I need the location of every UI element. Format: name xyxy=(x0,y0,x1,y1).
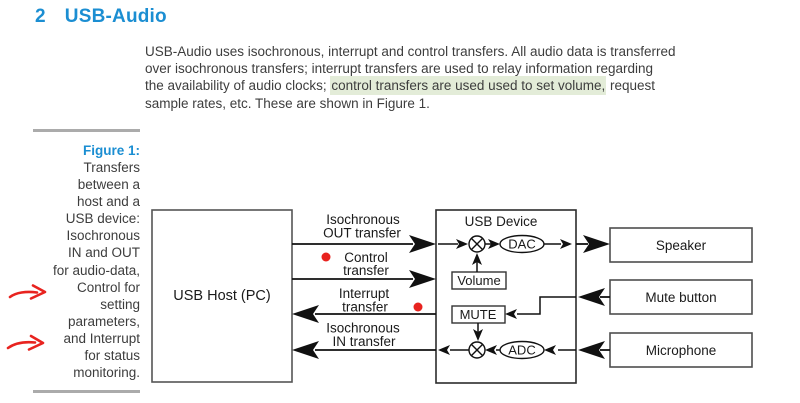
iso-in-label-2: IN transfer xyxy=(332,334,396,349)
red-dot-annotation-icon xyxy=(321,252,331,262)
control-label-1: Control xyxy=(344,250,388,265)
body-paragraph: USB-Audio uses isochronous, interrupt an… xyxy=(145,43,790,112)
dac-label: DAC xyxy=(508,237,535,252)
arrowhead-left-icon xyxy=(544,345,556,355)
arrowhead-up-icon xyxy=(472,253,482,265)
volume-label: Volume xyxy=(457,273,500,288)
figure-caption-label: Figure 1: xyxy=(82,143,140,158)
speaker-box xyxy=(609,227,753,263)
caption-line: setting xyxy=(100,296,140,312)
red-dot-annotation-icon xyxy=(413,302,423,312)
paragraph-text: the availability of audio clocks; xyxy=(145,78,331,94)
paragraph-text: request xyxy=(606,78,656,94)
control-label-2: transfer xyxy=(343,263,389,278)
paragraph-line: the availability of audio clocks; contro… xyxy=(145,76,790,96)
usb-device-label: USB Device xyxy=(465,214,538,229)
arrowhead-right-icon xyxy=(583,235,610,253)
volume-box xyxy=(451,271,507,290)
multiplier-x-icon xyxy=(470,237,484,251)
caption-line: parameters, xyxy=(67,313,140,329)
caption-line: host and a xyxy=(76,194,140,210)
caption-line: for status xyxy=(84,348,140,364)
caption-line: IN and OUT xyxy=(67,245,140,261)
caption-top-rule xyxy=(33,129,140,132)
arrowhead-right-icon xyxy=(560,239,572,249)
iso-out-label-1: Isochronous xyxy=(326,212,400,227)
highlighted-text: control transfers are used used to set v… xyxy=(330,76,607,96)
red-arrow-annotation-icon xyxy=(8,290,39,299)
usb-host-box xyxy=(151,209,293,383)
arrowhead-left-icon xyxy=(578,341,605,359)
red-arrow-annotation-icon xyxy=(6,340,37,350)
usb-host-label: USB Host (PC) xyxy=(173,288,271,304)
caption-bottom-rule xyxy=(33,390,140,394)
arrowhead-right-icon xyxy=(488,239,500,249)
arrowhead-left-icon xyxy=(578,288,605,306)
caption-line: between a xyxy=(77,177,140,193)
speaker-label: Speaker xyxy=(656,238,707,253)
red-arrow-head-icon xyxy=(29,284,47,300)
caption-line: for audio-data, xyxy=(52,262,140,278)
section-number: 2 xyxy=(35,6,46,27)
mute-label: MUTE xyxy=(460,307,497,322)
arrowhead-left-icon xyxy=(438,345,450,355)
multiplier-x-icon xyxy=(470,343,484,357)
paragraph-line: USB-Audio uses isochronous, interrupt an… xyxy=(145,44,676,59)
arrowhead-down-icon xyxy=(473,329,483,341)
arrowhead-left-icon xyxy=(292,305,319,323)
microphone-label: Microphone xyxy=(646,343,717,358)
interrupt-label-2: transfer xyxy=(342,300,388,315)
figure-caption: Figure 1: Transfers between a host and a… xyxy=(20,129,140,394)
caption-line: USB device: xyxy=(65,211,140,227)
caption-line: monitoring. xyxy=(73,365,140,381)
caption-line: Control for xyxy=(76,279,140,295)
section-title: USB-Audio xyxy=(64,6,167,27)
paragraph-line: over isochronous transfers; interrupt tr… xyxy=(145,61,653,77)
caption-line: Transfers xyxy=(83,160,140,175)
arrowhead-right-icon xyxy=(409,270,436,288)
section-heading: 2 USB-Audio xyxy=(35,6,167,28)
arrowhead-right-icon xyxy=(456,239,468,249)
mute-signal-stepped-line xyxy=(517,296,576,315)
caption-line: and Interrupt xyxy=(63,330,140,346)
caption-line: Isochronous xyxy=(66,228,140,244)
mute-button-label: Mute button xyxy=(645,290,716,305)
arrowhead-left-icon xyxy=(485,345,497,355)
arrowhead-left-icon xyxy=(292,341,319,359)
interrupt-label-1: Interrupt xyxy=(339,286,390,301)
adc-label: ADC xyxy=(508,343,535,358)
red-arrow-head-icon xyxy=(27,334,45,351)
arrowhead-left-icon xyxy=(505,309,517,319)
iso-in-label-1: Isochronous xyxy=(326,321,400,336)
arrowhead-right-icon xyxy=(409,235,436,253)
iso-out-label-2: OUT transfer xyxy=(323,226,401,241)
paragraph-line: sample rates, etc. These are shown in Fi… xyxy=(145,95,430,111)
